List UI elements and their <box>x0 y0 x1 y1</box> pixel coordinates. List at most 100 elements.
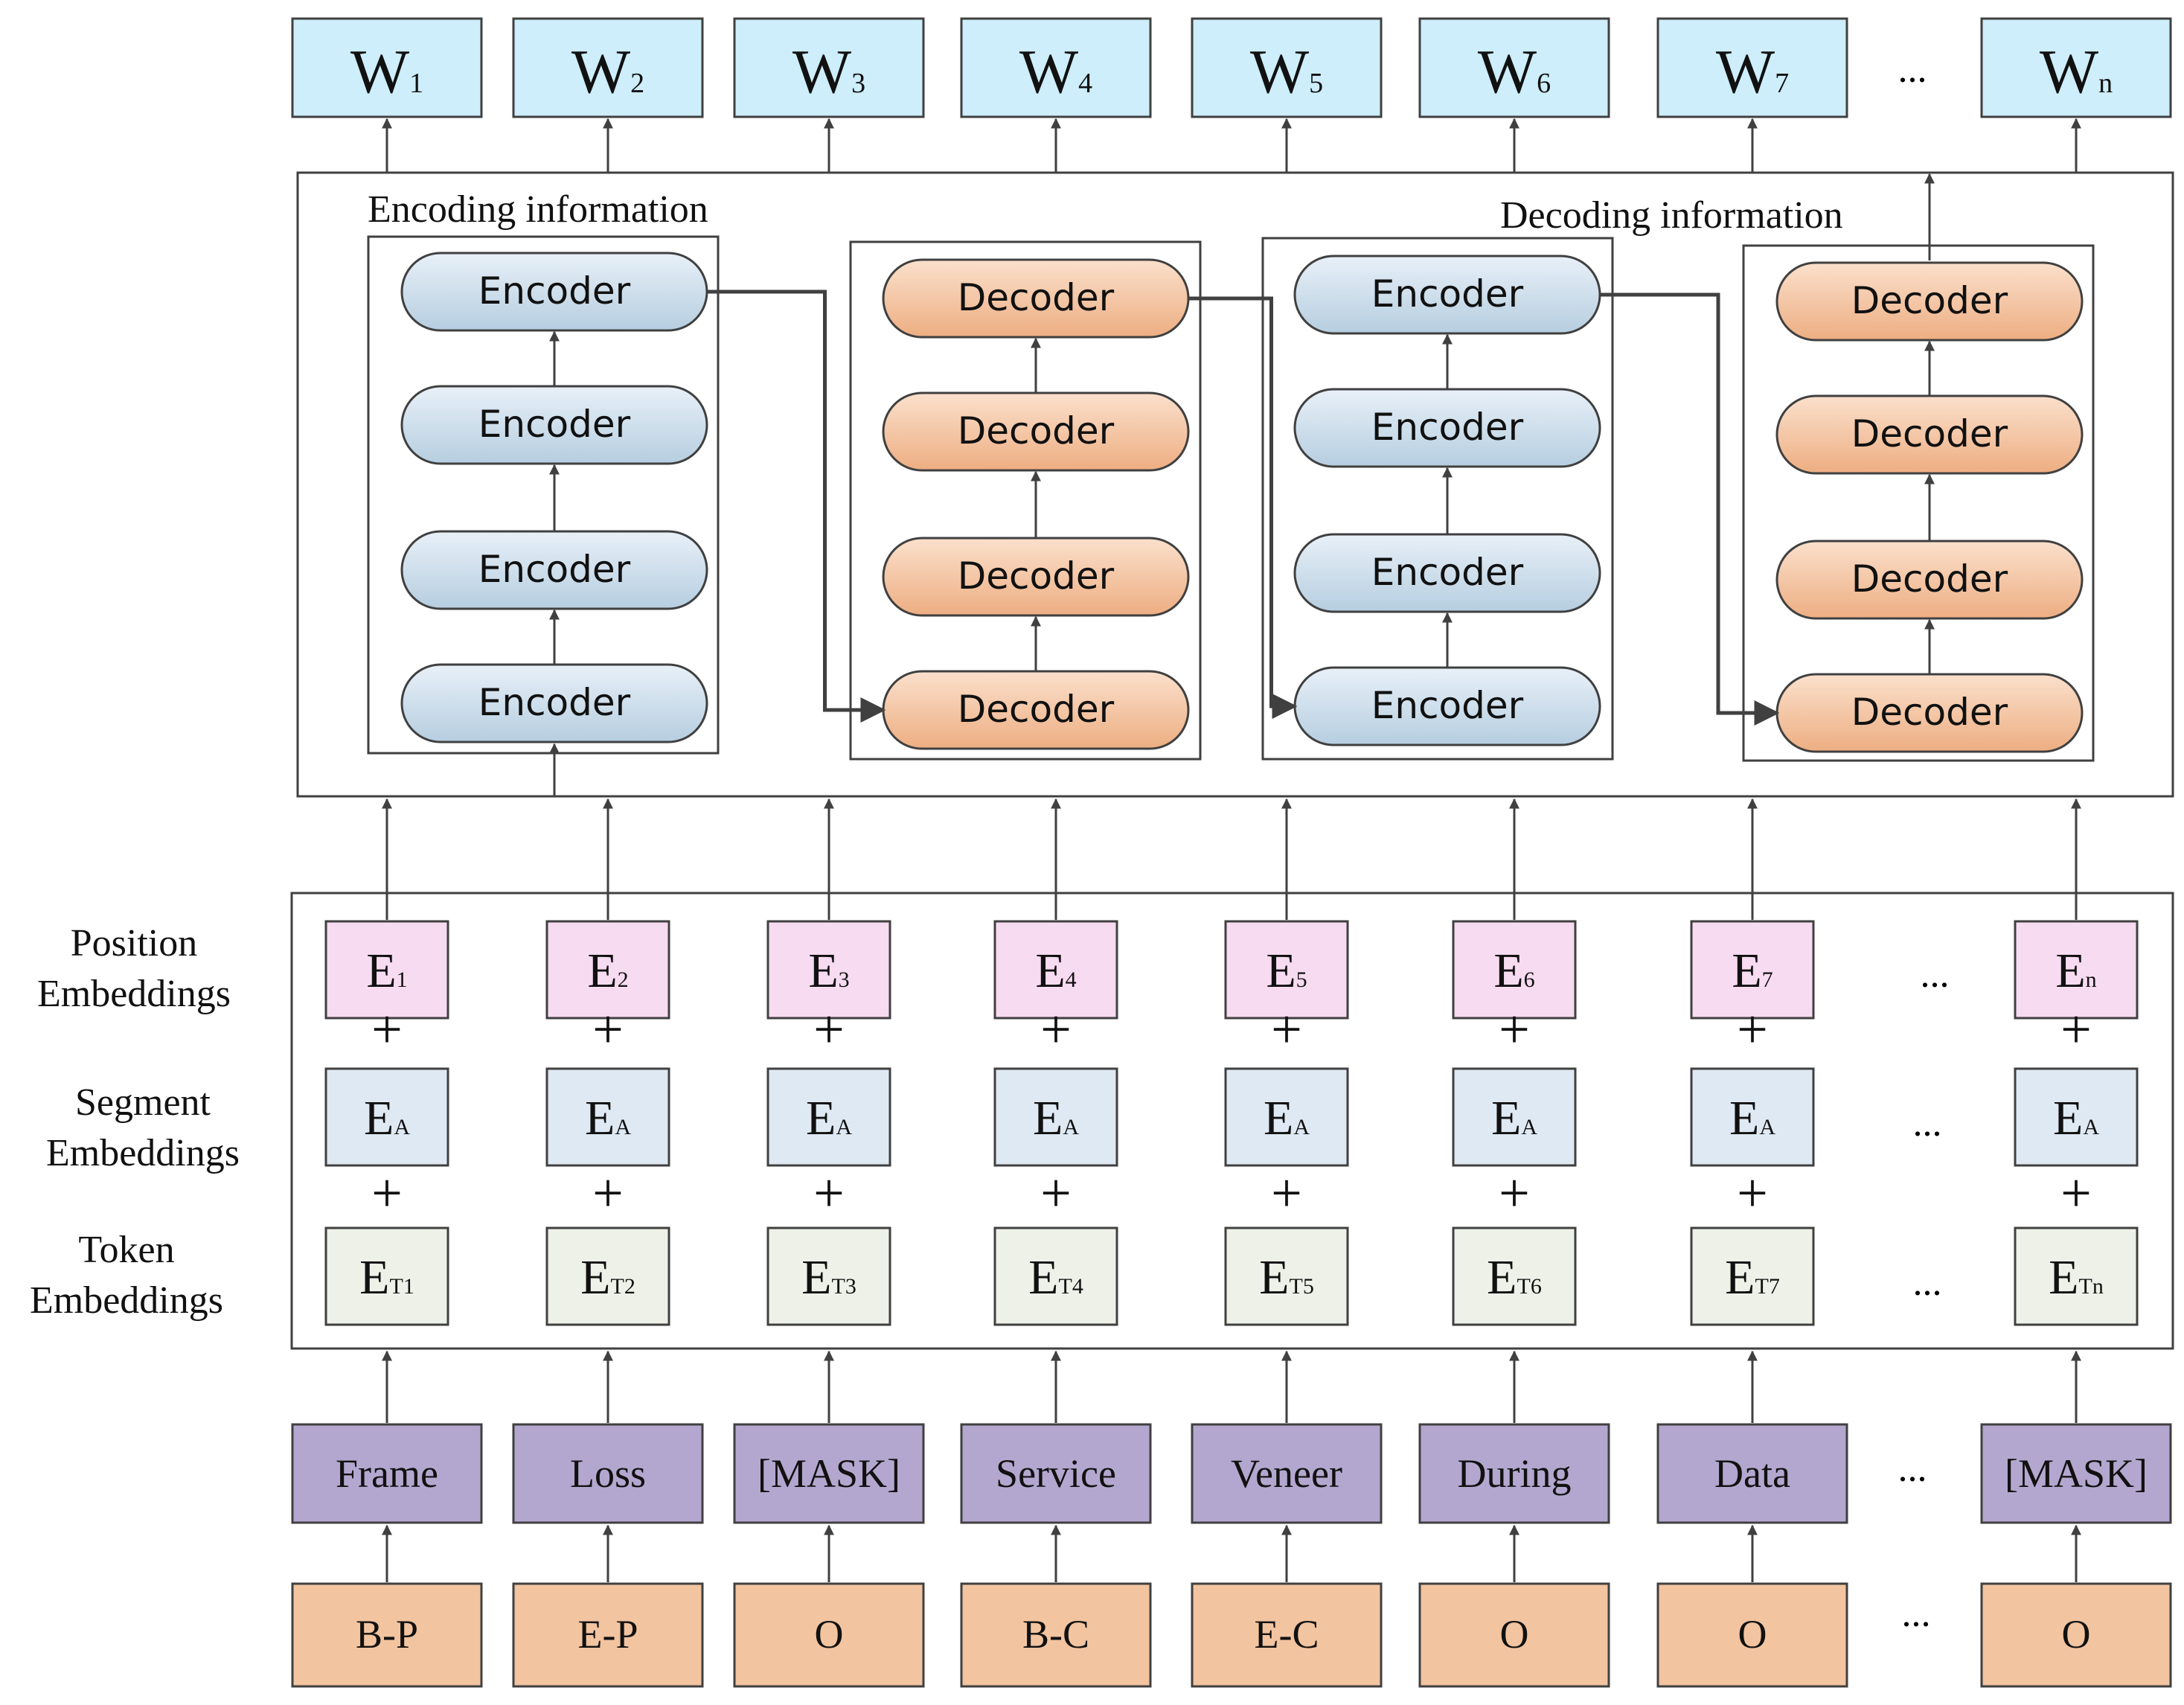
decoder-block-label: Decoder <box>1851 557 2008 601</box>
output-label-w7: W7 <box>1716 37 1789 106</box>
plus-sign: + <box>1271 1163 1302 1224</box>
position-embedding-label-8: En <box>2055 944 2096 998</box>
segment-embedding-label-3: EA <box>806 1091 852 1145</box>
output-ellipsis: ... <box>1898 48 1927 91</box>
token-embedding-box-5 <box>1224 1226 1349 1326</box>
plus-sign: + <box>1737 999 1768 1061</box>
segment-embedding-label-2: EA <box>585 1091 631 1145</box>
tag-box-7 <box>1656 1582 1848 1688</box>
token-word-label-1: Frame <box>336 1451 438 1496</box>
segment-embedding-label-7: EA <box>1729 1091 1775 1145</box>
segment-embedding-box-8 <box>2014 1067 2139 1167</box>
token-word-box-6 <box>1418 1423 1610 1524</box>
decoder-block: Decoder <box>882 258 1190 339</box>
token-embedding-box-4 <box>993 1226 1118 1326</box>
encoder-block: Encoder <box>400 385 708 465</box>
segment-embedding-label-1: EA <box>364 1091 410 1145</box>
svg-text:Embeddings: Embeddings <box>46 1132 240 1174</box>
decoder-block-label: Decoder <box>958 688 1115 731</box>
plus-sign: + <box>1499 999 1530 1061</box>
token-embedding-box-8 <box>2014 1226 2139 1326</box>
token-embeddings-label: Token Embeddings <box>30 1229 223 1322</box>
plus-sign: + <box>1499 1163 1530 1224</box>
output-box-w4 <box>960 17 1152 118</box>
token-embedding-label-8: ETn <box>2049 1250 2104 1305</box>
embedding-ellipsis-3: ... <box>1913 1261 1942 1304</box>
tag-box-8 <box>1980 1582 2172 1688</box>
output-box-w6 <box>1418 17 1610 118</box>
embedding-frame <box>290 892 2174 1350</box>
tag-box-5 <box>1191 1582 1383 1688</box>
segment-embedding-box-1 <box>324 1067 449 1167</box>
plus-sign: + <box>2060 1163 2092 1224</box>
token-embedding-box-1 <box>324 1226 449 1326</box>
encoder-block: Encoder <box>400 530 708 610</box>
plus-sign: + <box>371 1163 403 1224</box>
decoder-block: Decoder <box>1775 673 2084 753</box>
plus-sign: + <box>1040 1163 1072 1224</box>
tag-ellipsis: ... <box>1902 1593 1931 1635</box>
token-embedding-box-2 <box>545 1226 670 1326</box>
encoder-block-label: Encoder <box>478 548 631 591</box>
decoder-stack-frame-4 <box>1742 244 2095 762</box>
plus-sign: + <box>813 1163 845 1224</box>
encoder-block-label: Encoder <box>1371 272 1524 316</box>
encoder-block-label: Encoder <box>478 681 631 724</box>
decoder-block: Decoder <box>882 670 1190 750</box>
tag-label-8: O <box>2062 1612 2091 1657</box>
token-word-box-3 <box>733 1423 925 1524</box>
tag-box-6 <box>1418 1582 1610 1688</box>
token-word-box-8 <box>1980 1423 2172 1524</box>
decoder-block-label: Decoder <box>1851 691 2008 734</box>
token-embedding-label-2: ET2 <box>580 1250 635 1305</box>
token-embedding-label-6: ET6 <box>1487 1250 1542 1305</box>
decoder-block: Decoder <box>1775 261 2084 342</box>
token-word-label-7: Data <box>1714 1451 1790 1496</box>
token-ellipsis: ... <box>1898 1448 1927 1490</box>
plus-sign: + <box>592 1163 624 1224</box>
token-word-label-2: Loss <box>570 1451 646 1496</box>
token-embedding-label-5: ET5 <box>1259 1250 1314 1305</box>
embedding-ellipsis-1: ... <box>1921 953 1950 996</box>
plus-sign: + <box>2060 999 2092 1061</box>
output-box-w8 <box>1980 17 2172 118</box>
tag-box-1 <box>291 1582 483 1688</box>
token-word-label-8: [MASK] <box>2005 1451 2148 1496</box>
encoder-block: Encoder <box>1293 255 1601 335</box>
token-word-box-2 <box>512 1423 704 1524</box>
segment-embedding-label-5: EA <box>1264 1091 1310 1145</box>
segment-embedding-box-4 <box>993 1067 1118 1167</box>
output-label-w1: W1 <box>350 37 423 106</box>
position-embeddings-label: Position Embeddings <box>37 922 231 1015</box>
output-label-w6: W6 <box>1478 37 1551 106</box>
decoder-block: Decoder <box>1775 540 2084 620</box>
tag-box-4 <box>960 1582 1152 1688</box>
tag-label-5: E-C <box>1255 1612 1319 1657</box>
output-box-w5 <box>1191 17 1383 118</box>
svg-text:Embeddings: Embeddings <box>30 1279 223 1322</box>
token-embedding-box-7 <box>1690 1226 1815 1326</box>
plus-sign: + <box>1040 999 1072 1061</box>
position-embedding-box-6 <box>1452 920 1577 1020</box>
decoding-information-label: Decoding information <box>1500 194 1843 237</box>
position-embedding-label-3: E3 <box>808 944 849 998</box>
tag-label-1: B-P <box>356 1612 418 1657</box>
token-embedding-box-3 <box>766 1226 891 1326</box>
token-embedding-label-3: ET3 <box>801 1250 856 1305</box>
segment-embedding-box-7 <box>1690 1067 1815 1167</box>
position-embedding-label-5: E5 <box>1266 944 1307 998</box>
decoder-block: Decoder <box>1775 394 2084 475</box>
segment-embedding-label-4: EA <box>1033 1091 1079 1145</box>
token-word-box-7 <box>1656 1423 1848 1524</box>
segment-embedding-box-2 <box>545 1067 670 1167</box>
output-box-w1 <box>291 17 483 118</box>
decoder-block-label: Decoder <box>1851 279 2008 322</box>
tag-label-6: O <box>1500 1612 1529 1657</box>
token-word-label-6: During <box>1458 1451 1572 1496</box>
position-embedding-label-1: E1 <box>366 944 407 998</box>
stack-connector <box>1600 292 1780 726</box>
encoder-block: Encoder <box>1293 388 1601 468</box>
decoder-block: Decoder <box>882 391 1190 472</box>
position-embedding-box-5 <box>1224 920 1349 1020</box>
